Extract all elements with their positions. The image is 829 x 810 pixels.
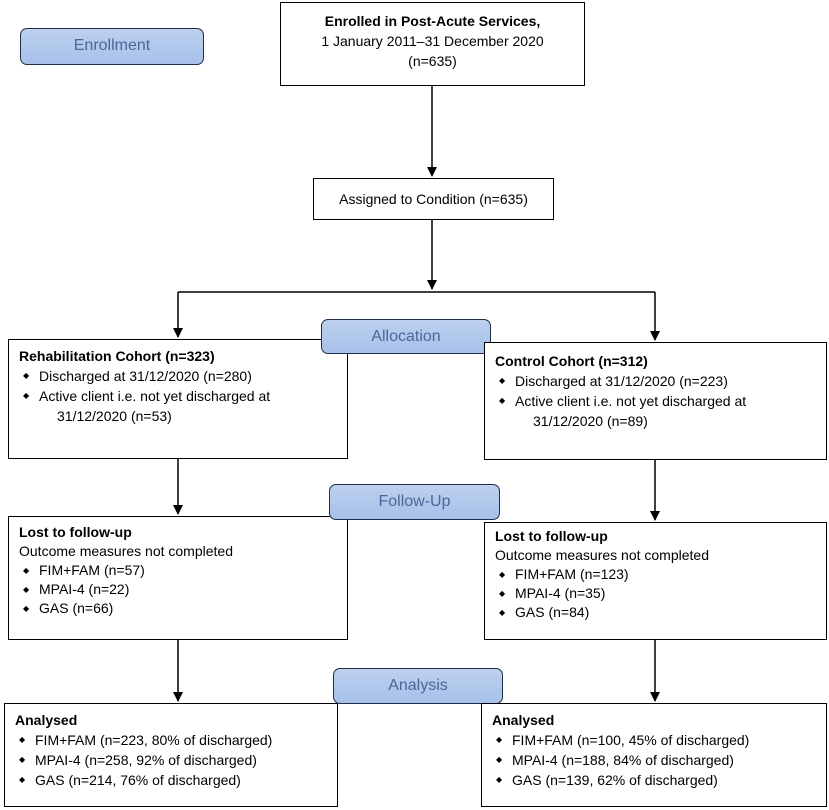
assigned-text: Assigned to Condition (n=635) [339, 191, 528, 207]
rehab-cohort-title: Rehabilitation Cohort (n=323) [19, 348, 215, 364]
list-item: FIM+FAM (n=123) [495, 565, 816, 584]
list-item: MPAI-4 (n=188, 84% of discharged) [492, 750, 816, 770]
lost-left-title: Lost to follow-up [19, 524, 132, 540]
stage-analysis: Analysis [333, 668, 503, 704]
analysed-left-list: FIM+FAM (n=223, 80% of discharged) MPAI-… [15, 730, 327, 790]
list-item: MPAI-4 (n=22) [19, 580, 337, 599]
enrolled-line2: 1 January 2011–31 December 2020 [321, 33, 544, 49]
assigned-box: Assigned to Condition (n=635) [313, 178, 554, 220]
analysed-right-title: Analysed [492, 712, 555, 728]
list-item: GAS (n=84) [495, 603, 816, 622]
list-item: Discharged at 31/12/2020 (n=223) [495, 371, 816, 391]
list-item: Active client i.e. not yet discharged at… [19, 386, 337, 426]
lost-right-list: FIM+FAM (n=123) MPAI-4 (n=35) GAS (n=84) [495, 565, 816, 622]
control-cohort-list: Discharged at 31/12/2020 (n=223) Active … [495, 371, 816, 431]
enrolled-line1: Enrolled in Post-Acute Services, [324, 13, 541, 29]
analysed-right-list: FIM+FAM (n=100, 45% of discharged) MPAI-… [492, 730, 816, 790]
lost-left-list: FIM+FAM (n=57) MPAI-4 (n=22) GAS (n=66) [19, 561, 337, 618]
control-cohort-title: Control Cohort (n=312) [495, 353, 648, 369]
stage-enrollment: Enrollment [20, 28, 204, 65]
lost-right-subtitle: Outcome measures not completed [495, 547, 709, 563]
analysed-left-title: Analysed [15, 712, 78, 728]
analysed-left-box: Analysed FIM+FAM (n=223, 80% of discharg… [4, 703, 338, 807]
list-item: FIM+FAM (n=223, 80% of discharged) [15, 730, 327, 750]
lost-right-title: Lost to follow-up [495, 528, 608, 544]
lost-left-subtitle: Outcome measures not completed [19, 543, 233, 559]
list-item: GAS (n=214, 76% of discharged) [15, 770, 327, 790]
list-item: GAS (n=139, 62% of discharged) [492, 770, 816, 790]
lost-followup-left-box: Lost to follow-up Outcome measures not c… [8, 516, 348, 640]
stage-allocation: Allocation [321, 319, 491, 354]
control-cohort-box: Control Cohort (n=312) Discharged at 31/… [484, 342, 827, 460]
lost-followup-right-box: Lost to follow-up Outcome measures not c… [484, 522, 827, 640]
list-item: Active client i.e. not yet discharged at… [495, 391, 816, 431]
list-item: FIM+FAM (n=100, 45% of discharged) [492, 730, 816, 750]
list-item: Discharged at 31/12/2020 (n=280) [19, 366, 337, 386]
list-item: GAS (n=66) [19, 599, 337, 618]
list-item: FIM+FAM (n=57) [19, 561, 337, 580]
list-item: MPAI-4 (n=35) [495, 584, 816, 603]
rehab-cohort-box: Rehabilitation Cohort (n=323) Discharged… [8, 339, 348, 459]
enrolled-box: Enrolled in Post-Acute Services, 1 Janua… [280, 2, 585, 86]
stage-follow-up: Follow-Up [329, 484, 500, 520]
analysed-right-box: Analysed FIM+FAM (n=100, 45% of discharg… [481, 703, 827, 807]
enrolled-line3: (n=635) [408, 53, 457, 69]
rehab-cohort-list: Discharged at 31/12/2020 (n=280) Active … [19, 366, 337, 426]
list-item: MPAI-4 (n=258, 92% of discharged) [15, 750, 327, 770]
